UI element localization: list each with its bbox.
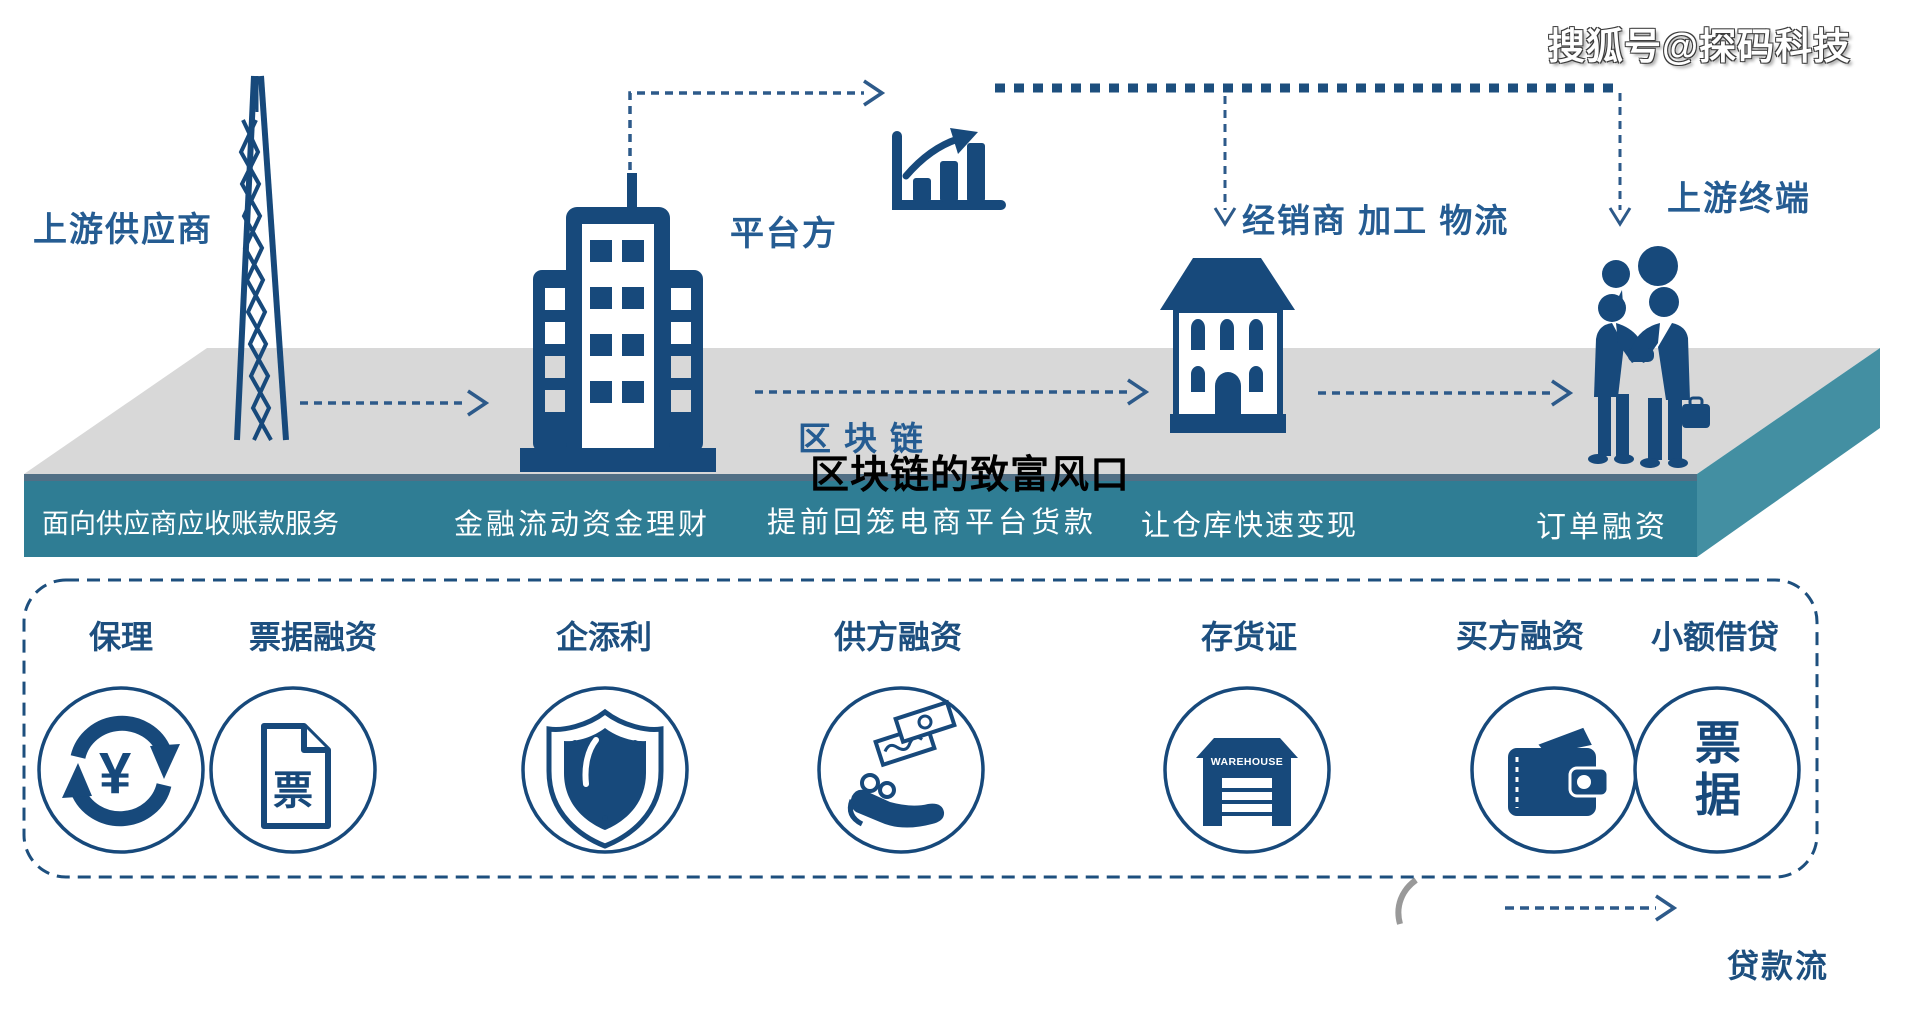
micro-loan-circle	[1633, 686, 1801, 854]
arrowhead	[1655, 894, 1678, 922]
factoring-circle	[37, 686, 205, 854]
warehouse-icon	[1196, 738, 1298, 826]
office-building-icon	[520, 173, 716, 472]
service-working-capital: 金融流动资金理财	[454, 509, 711, 541]
label-bill-financing: 票据融资	[248, 619, 378, 655]
label-factoring: 保理	[88, 619, 154, 655]
label-buyer-financing: 买方融资	[1455, 618, 1585, 654]
arrowhead	[1127, 378, 1150, 406]
bill-document-icon	[261, 723, 331, 829]
arrowhead	[1551, 379, 1574, 407]
distributor-house-icon	[1160, 258, 1295, 433]
platform-front-face	[24, 481, 1697, 557]
label-blockchain: 区块链	[798, 420, 936, 457]
label-distribution: 经销商 加工 物流	[1242, 202, 1510, 239]
flow-arrows	[300, 79, 1678, 925]
arrow-antenna-up-right	[628, 91, 864, 170]
supplier-financing-circle	[817, 686, 985, 854]
label-qitianli: 企添利	[555, 619, 653, 655]
label-micro-loan: 小额借贷	[1650, 619, 1780, 655]
warehouse-text: WAREHOUSE	[1210, 756, 1284, 768]
platform-top-surface	[24, 348, 1880, 474]
service-order-financing: 订单融资	[1536, 511, 1668, 544]
platform-front-dark-edge	[24, 474, 1697, 481]
gray-arc	[1395, 877, 1418, 925]
handshake-businessmen-icon	[1588, 246, 1710, 468]
label-upstream-supplier: 上游供应商	[33, 211, 213, 249]
label-loan-flow: 贷款流	[1727, 948, 1830, 984]
products-dashed-box	[22, 578, 1819, 879]
transmission-tower-icon	[234, 75, 289, 441]
arrowhead	[1213, 207, 1237, 227]
label-upstream-terminal: 上游终端	[1667, 180, 1811, 218]
arrowhead	[1608, 207, 1632, 227]
yuan-symbol: ¥	[99, 741, 132, 806]
platform-slab	[24, 348, 1880, 557]
growth-chart-icon	[892, 128, 1006, 210]
platform-side-face	[1697, 348, 1880, 557]
service-warehouse-cash: 让仓库快速变现	[1141, 510, 1359, 542]
bill-character: 票	[273, 769, 313, 813]
label-supplier-financing: 供方融资	[833, 619, 963, 655]
refresh-yuan-icon	[62, 715, 180, 827]
bill-stacked-text: 票据	[1695, 717, 1741, 821]
wallet-icon	[1508, 724, 1610, 816]
label-inventory-cert: 存货证	[1200, 619, 1298, 655]
service-ecommerce-payment: 提前回笼电商平台货款	[767, 507, 1098, 539]
shield-icon	[546, 708, 664, 849]
arrowhead	[863, 79, 886, 107]
label-platform: 平台方	[730, 215, 838, 253]
service-receivables: 面向供应商应收账款服务	[42, 509, 339, 539]
arrowhead	[467, 389, 490, 417]
page-title: 区块链的致富风口	[810, 454, 1131, 497]
hand-money-icon	[847, 699, 957, 828]
watermark: 搜狐号@探码科技	[1548, 26, 1852, 67]
